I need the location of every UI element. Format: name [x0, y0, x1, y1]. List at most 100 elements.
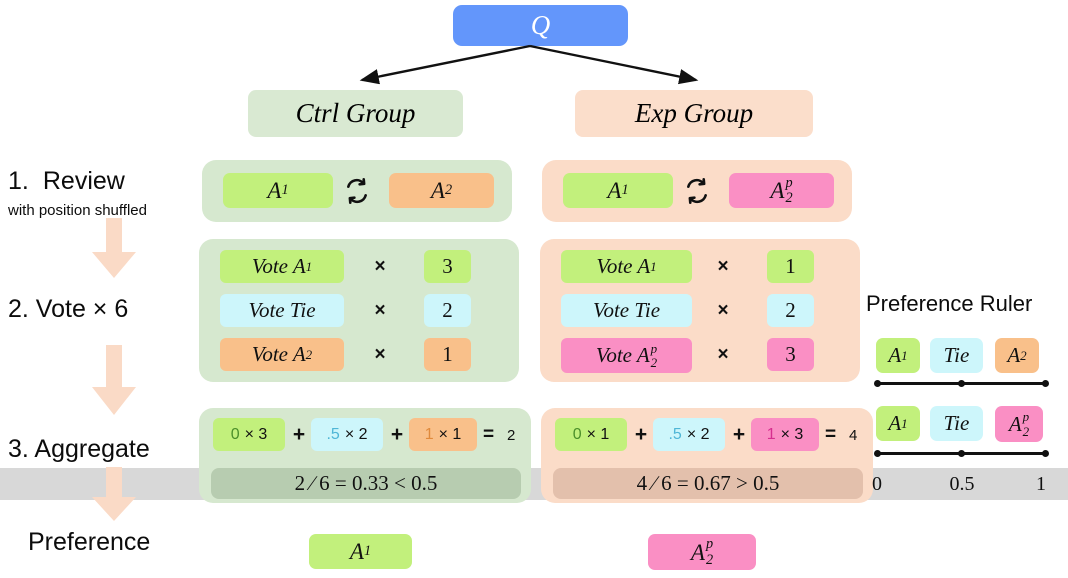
times-symbol: × [717, 343, 729, 365]
ctrl-agg-term-0[interactable]: 0 × 3 [213, 418, 285, 451]
exp-agg-term-2[interactable]: 1 × 3 [751, 418, 819, 451]
step-3-title: 3. Aggregate [8, 434, 150, 463]
exp-preference-winner[interactable]: A p 2 [648, 534, 756, 570]
exp-agg-term-2-coef: 1 [766, 425, 776, 443]
exp-vote-row-0-count[interactable]: 1 [767, 250, 814, 283]
plus-symbol: + [634, 422, 648, 446]
exp-vote-row-1-count[interactable]: 2 [767, 294, 814, 327]
query-label: Q [530, 10, 551, 40]
exp-vote-row-2-label[interactable]: Vote A p 2 [561, 338, 692, 373]
ruler-row2-chip-tie[interactable]: Tie [930, 406, 983, 441]
ctrl-agg-term-2[interactable]: 1 × 1 [409, 418, 477, 451]
ruler-tick-2: 1 [1026, 470, 1056, 498]
flow-arrow-3 [88, 467, 140, 523]
ruler-tick-1: 0.5 [938, 470, 986, 498]
ctrl-review-a2-base: A [430, 178, 445, 203]
exp-agg-total: 4 [849, 422, 873, 448]
ruler-tick-0-text: 0 [872, 472, 882, 495]
ctrl-vote-2-text: Vote A [251, 342, 306, 366]
exp-review-a2p-sub: 2 [785, 190, 793, 206]
ctrl-vote-0-sub: 1 [305, 258, 313, 274]
exp-agg-total-text: 4 [849, 426, 858, 444]
ctrl-review-a1-sub: 1 [281, 182, 289, 199]
exp-winner-sup: p [705, 536, 714, 553]
exp-agg-term-1[interactable]: .5 × 2 [653, 418, 725, 451]
equals-symbol: = [483, 423, 495, 445]
ruler-row2-a1-base: A [888, 411, 902, 435]
ruler-row2-chip-a2p[interactable]: A p 2 [995, 406, 1043, 442]
step-1-sub-text: with position shuffled [8, 201, 147, 219]
ruler-row2-a2p-sup: p [1022, 409, 1030, 425]
step-1-label: 1. Review [8, 166, 198, 196]
ctrl-vote-row-1-times: × [366, 296, 394, 325]
ctrl-vote-1-text: Vote Tie [248, 298, 316, 322]
exp-agg-term-0-coef: 0 [572, 425, 582, 443]
ctrl-agg-term-0-times: × 3 [244, 425, 268, 443]
step-2-title: 2. Vote × 6 [8, 294, 129, 323]
exp-ratio-text: 4 ∕ 6 = 0.67 > 0.5 [636, 471, 780, 495]
exp-vote-row-1-times: × [709, 296, 737, 325]
exp-agg-term-0[interactable]: 0 × 1 [555, 418, 627, 451]
ctrl-winner-base: A [349, 539, 364, 564]
ruler-row2-a1-sub: 1 [901, 415, 908, 431]
exp-agg-term-1-coef: .5 [668, 425, 682, 443]
exp-vote-row-0-times: × [709, 252, 737, 281]
ctrl-vote-row-1-label[interactable]: Vote Tie [220, 294, 344, 327]
ruler-row2-a2p-scripts: p 2 [1023, 410, 1030, 437]
times-symbol: × [374, 255, 386, 277]
ctrl-vote-row-0-count[interactable]: 3 [424, 250, 471, 283]
exp-vote-0-sub: 1 [650, 258, 657, 274]
exp-vote-2-sub: 2 [650, 355, 658, 370]
ctrl-vote-0-count-text: 3 [442, 254, 453, 278]
exp-review-chip-a2p[interactable]: A p 2 [729, 173, 834, 208]
ctrl-vote-2-sub: 2 [305, 346, 313, 362]
exp-group-header[interactable]: Exp Group [575, 90, 813, 137]
ctrl-agg-term-2-coef: 1 [424, 425, 434, 443]
exp-vote-row-2-times: × [709, 340, 737, 369]
step-2-label: 2. Vote × 6 [8, 293, 198, 325]
ctrl-vote-1-count-text: 2 [442, 298, 453, 322]
ruler-row1-chip-tie[interactable]: Tie [930, 338, 983, 373]
exp-vote-row-2-count[interactable]: 3 [767, 338, 814, 371]
ctrl-agg-total: 2 [507, 422, 531, 448]
exp-ratio-row: 4 ∕ 6 = 0.67 > 0.5 [553, 468, 863, 499]
ctrl-vote-row-0-times: × [366, 252, 394, 281]
ctrl-agg-term-1[interactable]: .5 × 2 [311, 418, 383, 451]
exp-vote-2-text: Vote A [595, 343, 650, 367]
exp-winner-sub: 2 [705, 551, 714, 568]
ctrl-agg-total-text: 2 [507, 426, 516, 444]
exp-review-a2p-scripts: p 2 [785, 175, 793, 206]
ctrl-agg-plus-1: + [386, 420, 408, 449]
exp-vote-2-count-text: 3 [785, 342, 796, 366]
query-box[interactable]: Q [453, 5, 628, 46]
ruler-row2-a2p-sub: 2 [1022, 423, 1030, 439]
ruler-row1-a2-base: A [1007, 343, 1021, 367]
preference-ruler-title: Preference Ruler [866, 290, 1066, 318]
exp-review-a1-base: A [607, 178, 622, 203]
flow-arrow-1 [88, 218, 140, 280]
times-symbol: × [717, 255, 729, 277]
step-3-label: 3. Aggregate [8, 433, 203, 465]
exp-vote-row-1-label[interactable]: Vote Tie [561, 294, 692, 327]
exp-vote-0-text: Vote A [596, 254, 651, 278]
ctrl-group-header[interactable]: Ctrl Group [248, 90, 463, 137]
ctrl-vote-row-2-count[interactable]: 1 [424, 338, 471, 371]
exp-vote-0-count-text: 1 [785, 254, 796, 278]
exp-vote-1-text: Vote Tie [592, 298, 661, 322]
exp-review-a2p-base: A [770, 178, 785, 203]
plus-symbol: + [732, 422, 746, 446]
ctrl-vote-row-1-count[interactable]: 2 [424, 294, 471, 327]
plus-symbol: + [390, 422, 404, 446]
ruler-axis-2 [872, 448, 1052, 460]
exp-review-a1-sub: 1 [621, 182, 629, 199]
